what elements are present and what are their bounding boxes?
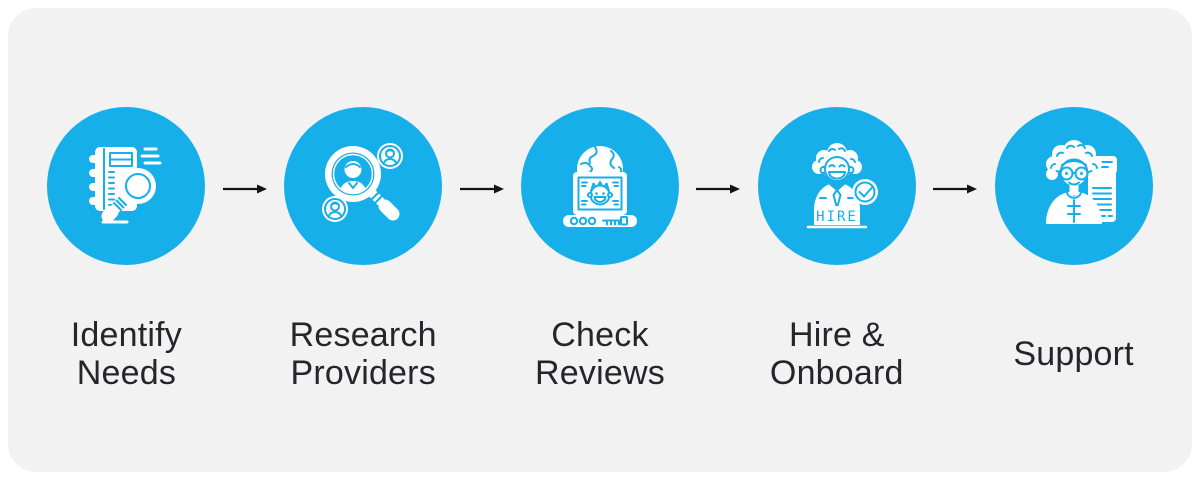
step-label: Support	[1013, 335, 1134, 373]
step-icon-circle	[520, 107, 679, 265]
process-step-identify-needs: Identify Needs	[8, 8, 245, 472]
people-search-icon	[322, 143, 404, 222]
arrow-right-icon	[222, 182, 268, 196]
process-step-research-providers: Research Providers	[245, 8, 482, 472]
step-icon-circle	[994, 107, 1153, 265]
process-step-hire-onboard: HIRE Hire & Onboard	[718, 8, 955, 472]
step-label: Identify Needs	[70, 316, 182, 392]
notebook-search-icon	[89, 147, 162, 224]
step-icon-circle	[47, 107, 206, 265]
process-step-support: Support	[955, 8, 1192, 472]
arrow-right-icon	[459, 182, 505, 196]
process-panel: Identify Needs	[8, 8, 1192, 472]
laptop-globe-review-icon	[562, 146, 637, 227]
process-step-check-reviews: Check Reviews	[482, 8, 719, 472]
arrow-right-icon	[695, 182, 741, 196]
step-icon-circle	[284, 107, 443, 265]
support-agent-icon	[1045, 140, 1117, 224]
hire-sign-text: HIRE	[816, 209, 858, 225]
hire-sign-icon: HIRE	[806, 143, 878, 229]
step-icon-circle: HIRE	[757, 107, 916, 265]
step-label: Check Reviews	[535, 316, 665, 392]
process-flow: Identify Needs	[8, 8, 1192, 472]
step-label: Research Providers	[289, 316, 437, 392]
step-label: Hire & Onboard	[769, 316, 904, 392]
arrow-right-icon	[932, 182, 978, 196]
